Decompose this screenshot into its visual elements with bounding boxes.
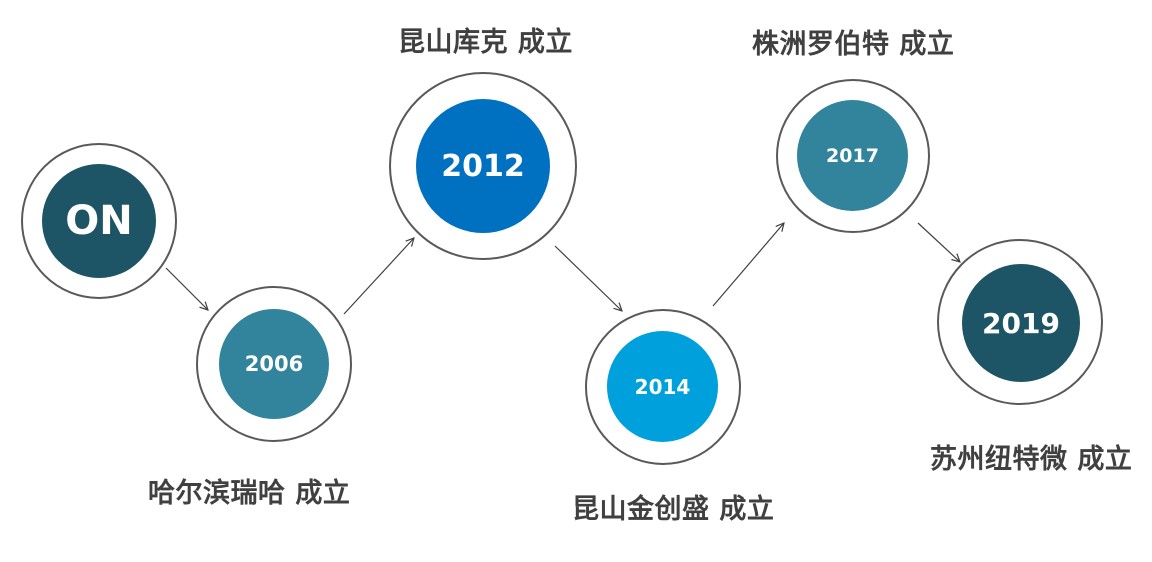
- node-2019-circle: 2019: [962, 264, 1080, 382]
- node-2019-label: 2019: [982, 306, 1060, 340]
- caption-2017: 株洲罗伯特 成立: [752, 29, 955, 60]
- node-2006-circle: 2006: [219, 309, 329, 419]
- node-2017-label: 2017: [826, 144, 879, 167]
- arrow-2012-to-2014: [554, 245, 622, 311]
- caption-2006: 哈尔滨瑞哈 成立: [148, 478, 351, 509]
- arrow-2017-to-2019: [917, 222, 960, 262]
- node-2014-label: 2014: [634, 374, 691, 399]
- node-on-label: ON: [65, 198, 133, 244]
- node-2017-circle: 2017: [797, 100, 908, 211]
- node-2012-label: 2012: [441, 148, 525, 184]
- arrow-on-to-2006: [165, 267, 208, 310]
- arrow-2014-to-2017: [712, 223, 784, 307]
- caption-2019: 苏州纽特微 成立: [930, 444, 1133, 475]
- node-2006-label: 2006: [244, 352, 304, 376]
- node-on-circle: ON: [42, 164, 156, 278]
- arrow-2006-to-2012: [343, 238, 414, 315]
- caption-2012: 昆山库克 成立: [398, 27, 573, 58]
- node-2014-circle: 2014: [607, 331, 718, 442]
- caption-2014: 昆山金创盛 成立: [572, 494, 775, 525]
- node-2012-circle: 2012: [416, 99, 550, 233]
